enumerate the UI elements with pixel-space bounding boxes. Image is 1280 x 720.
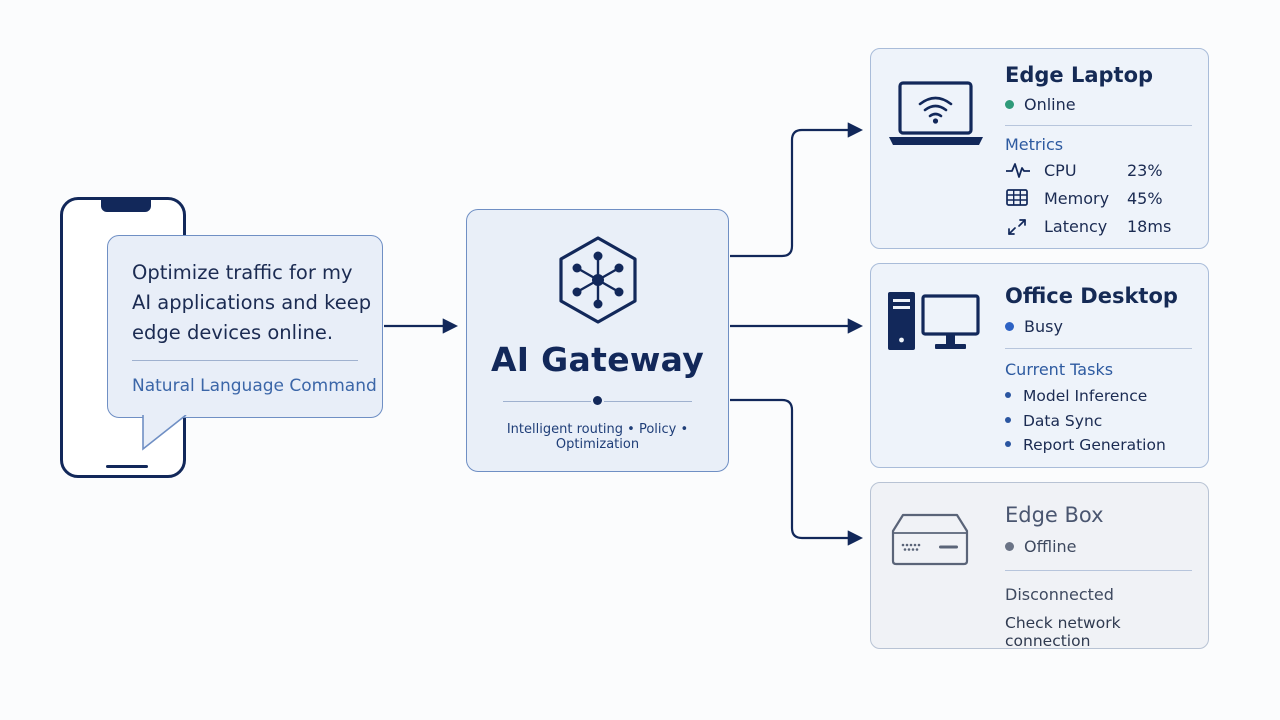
task-item: Report Generation <box>1005 436 1166 454</box>
gateway-divider-left <box>503 401 591 402</box>
device-status: Busy <box>1005 317 1063 336</box>
status-text: Online <box>1024 95 1076 114</box>
command-text: Optimize traffic for my AI applications … <box>132 261 372 344</box>
bullet-dot <box>1005 392 1011 398</box>
card-divider <box>1005 348 1192 349</box>
task-item: Data Sync <box>1005 412 1102 430</box>
edge-box-icon <box>891 513 969 566</box>
arrow-gateway-to-edgebox <box>730 398 864 546</box>
status-offline-dot <box>1005 542 1014 551</box>
gateway-divider-dot <box>593 396 602 405</box>
metric-value: 23% <box>1127 161 1163 180</box>
bullet-dot <box>1005 417 1011 423</box>
metric-value: 45% <box>1127 189 1163 208</box>
command-caption: Natural Language Command <box>132 376 377 396</box>
metric-label: Latency <box>1044 217 1108 236</box>
status-online-dot <box>1005 100 1014 109</box>
device-status: Online <box>1005 95 1076 114</box>
laptop-wifi-icon <box>889 81 983 145</box>
metric-label: Memory <box>1044 189 1110 208</box>
phone-home-indicator <box>106 464 148 468</box>
pulse-icon <box>1006 163 1030 178</box>
desktop-tower-icon <box>888 292 980 350</box>
device-status: Offline <box>1005 537 1077 556</box>
device-card-edge-laptop[interactable]: Edge Laptop Online Metrics CPU 23% Memor… <box>870 48 1209 249</box>
status-busy-dot <box>1005 322 1014 331</box>
task-item: Model Inference <box>1005 387 1147 405</box>
bubble-tail <box>142 415 187 451</box>
hint-text: Check network connection <box>1005 614 1121 650</box>
task-label: Model Inference <box>1023 387 1148 405</box>
device-name: Edge Laptop <box>1005 63 1154 87</box>
command-bubble: Optimize traffic for my AI applications … <box>107 235 383 418</box>
gateway-divider-right <box>604 401 692 402</box>
bullet-dot <box>1005 441 1011 447</box>
task-label: Data Sync <box>1023 412 1103 430</box>
gateway-title: AI Gateway <box>490 340 705 379</box>
device-name: Edge Box <box>1005 503 1104 527</box>
section-title: Metrics <box>1005 135 1064 154</box>
device-card-office-desktop[interactable]: Office Desktop Busy Current Tasks Model … <box>870 263 1209 468</box>
gateway-subtitle: Intelligent routing • Policy • Optimizat… <box>506 422 689 452</box>
status-text: Offline <box>1024 537 1077 556</box>
metric-value: 18ms <box>1127 217 1172 236</box>
arrow-gateway-to-laptop <box>730 122 864 258</box>
phone-notch <box>101 199 151 212</box>
section-title: Disconnected <box>1005 585 1114 604</box>
latency-arrows-icon <box>1008 219 1026 235</box>
card-divider <box>1005 570 1192 571</box>
task-label: Report Generation <box>1023 436 1166 454</box>
card-divider <box>1005 125 1192 126</box>
status-text: Busy <box>1024 317 1063 336</box>
bubble-divider <box>132 360 358 361</box>
device-card-edge-box[interactable]: Edge Box Offline Disconnected Check netw… <box>870 482 1209 650</box>
metric-label: CPU <box>1044 161 1077 180</box>
ai-gateway-node: AI Gateway Intelligent routing • Policy … <box>466 209 729 472</box>
section-title: Current Tasks <box>1005 360 1114 379</box>
hexagon-network-icon <box>559 236 637 324</box>
memory-grid-icon <box>1006 189 1028 206</box>
device-name: Office Desktop <box>1005 284 1178 308</box>
